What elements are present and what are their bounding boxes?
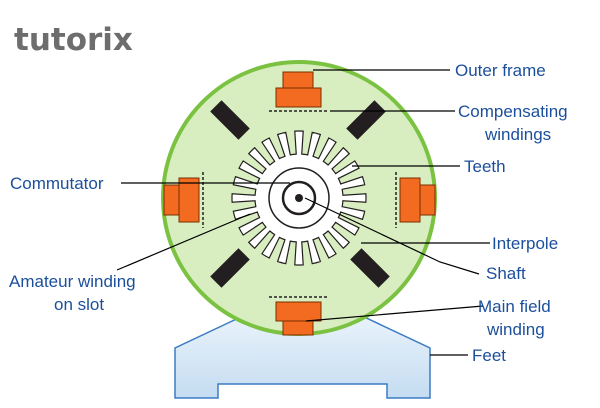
label-compensating-line1: Compensating xyxy=(458,102,568,121)
leader-main-field xyxy=(305,305,484,322)
main-pole-bottom xyxy=(269,296,328,336)
label-amateur-line2: on slot xyxy=(54,295,104,314)
main-pole-top xyxy=(269,71,328,112)
leader-lines xyxy=(116,69,490,356)
shaft-center xyxy=(295,194,303,202)
logo-text: tutorix xyxy=(14,22,133,58)
leader-amateur xyxy=(116,213,251,271)
interpole-bottom-left xyxy=(210,248,250,288)
label-interpole: Interpole xyxy=(492,234,558,253)
main-poles xyxy=(163,71,436,336)
label-shaft: Shaft xyxy=(486,264,526,283)
label-outer-frame: Outer frame xyxy=(455,61,546,80)
label-main-field-line1: Main field xyxy=(478,297,551,316)
machine-feet xyxy=(174,314,431,399)
interpoles xyxy=(210,100,390,288)
tutorix-logo: tutorix xyxy=(14,22,133,58)
label-feet: Feet xyxy=(472,346,506,365)
label-compensating-line2: windings xyxy=(484,125,551,144)
label-amateur-line1: Amateur winding xyxy=(9,272,136,291)
labels: Outer frame Compensating windings Teeth … xyxy=(9,61,568,365)
label-main-field-line2: winding xyxy=(486,320,545,339)
label-commutator: Commutator xyxy=(10,174,104,193)
leader-shaft xyxy=(304,197,480,275)
interpole-top-right xyxy=(346,100,386,140)
main-pole-right xyxy=(395,172,436,228)
label-teeth: Teeth xyxy=(464,157,506,176)
interpole-top-left xyxy=(210,100,250,140)
interpole-bottom-right xyxy=(350,248,390,288)
main-pole-left xyxy=(163,172,204,228)
